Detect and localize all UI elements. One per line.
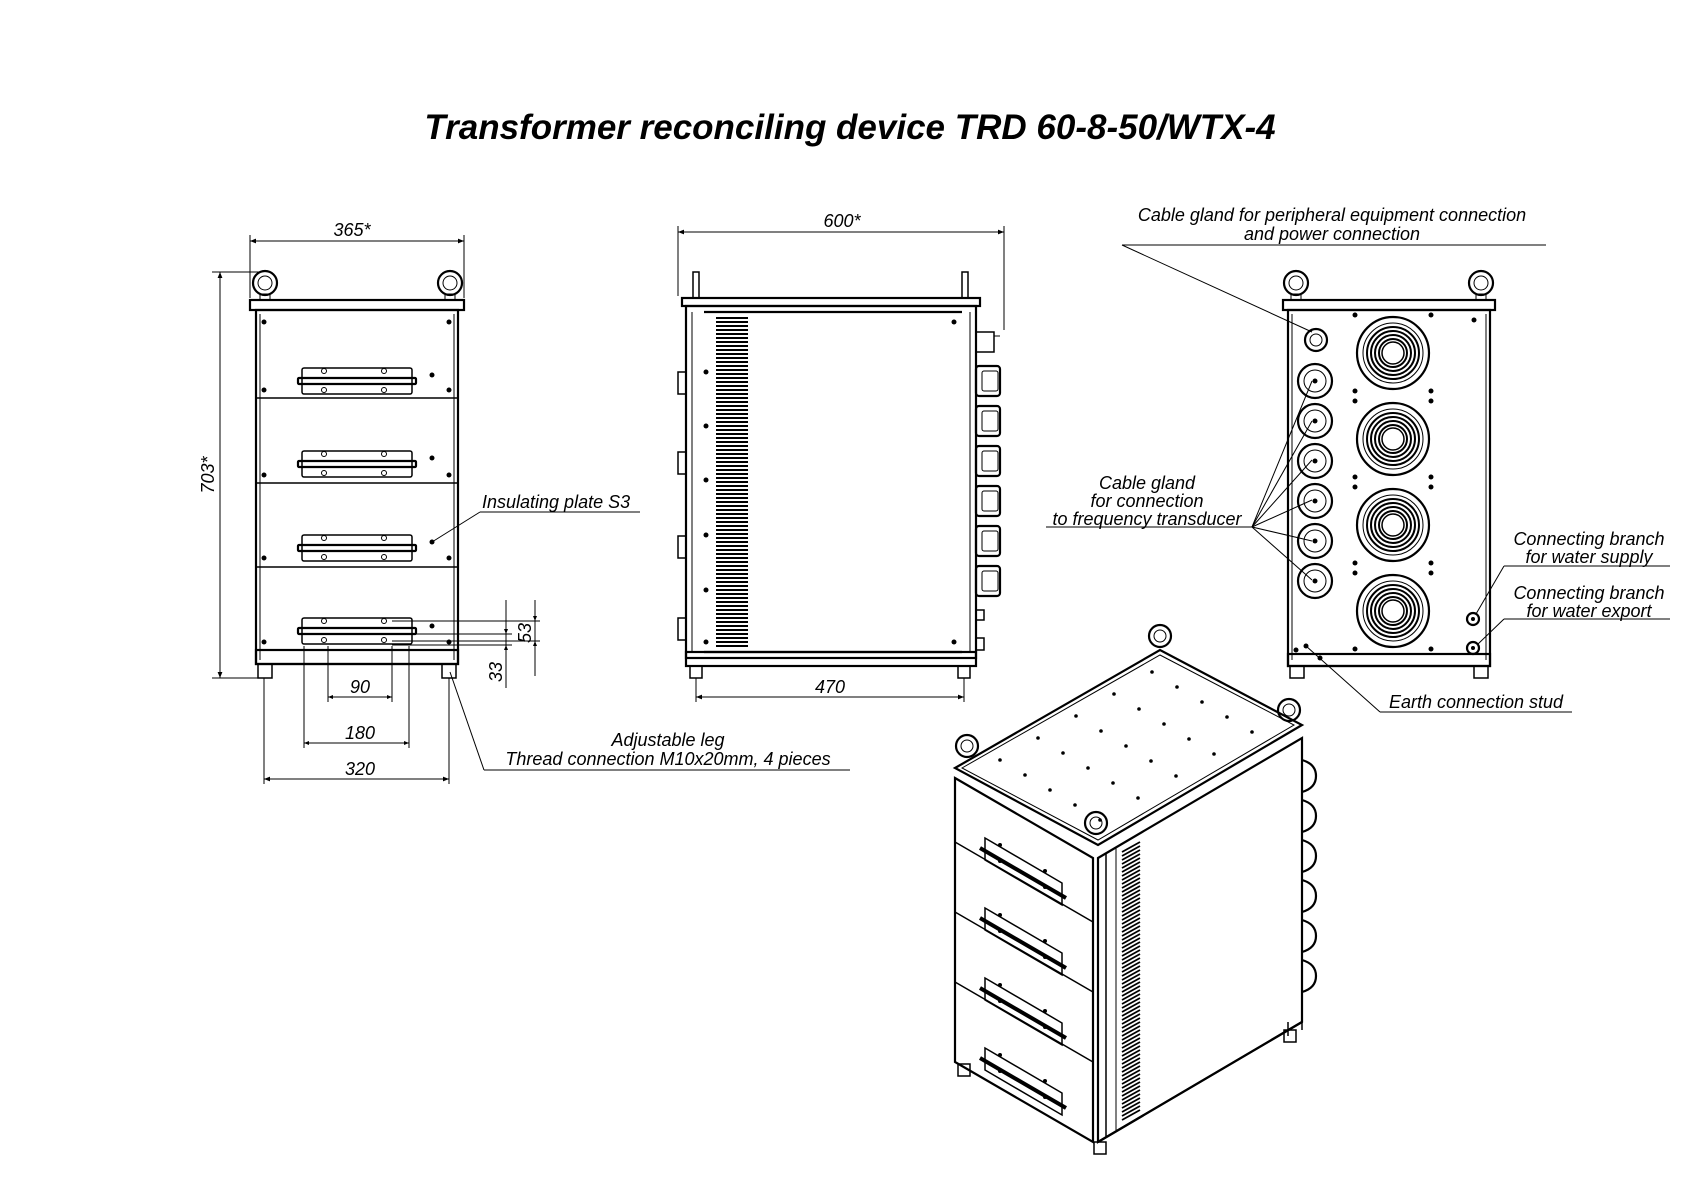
iso-side-glands [1301,758,1318,994]
rear-leg-left [1289,665,1305,679]
rear-power-cable-gland [1303,327,1329,353]
front-leg-left [257,663,273,679]
side-screw-dots [703,319,957,645]
front-leg-right [441,663,457,679]
front-lifting-eye-right [436,269,464,301]
dim-470: 470 [695,677,965,702]
label-freq-gland-line1: Cable gland [1099,473,1196,493]
dim-365: 365* [249,220,465,298]
leader-insulating-plate: Insulating plate S3 [431,492,640,543]
dim-53-label: 53 [515,623,535,643]
side-base [684,650,978,668]
isometric-view [952,623,1318,1155]
water-export-branch [1465,640,1481,656]
dim-600-label: 600* [823,211,861,231]
front-cabinet-body [254,308,460,666]
leader-adjustable-leg: Adjustable leg Thread connection M10x20m… [449,671,850,771]
rear-lifting-eye-left [1282,269,1310,301]
iso-front-face [953,776,1095,1144]
iso-top-face [952,648,1305,847]
label-power-gland-line2: and power connection [1244,224,1420,244]
label-power-gland-line1: Cable gland for peripheral equipment con… [1138,205,1526,225]
front-top-plate [248,298,466,312]
label-insulating-plate: Insulating plate S3 [482,492,630,512]
front-screw-dots [261,319,452,645]
front-lifting-eye-left [251,269,279,301]
iso-top-dots [998,670,1254,822]
rear-top-plate [1281,298,1497,312]
dim-90-label: 90 [350,677,370,697]
leader-power-gland: Cable gland for peripheral equipment con… [1121,205,1546,333]
side-top-plate [680,296,982,308]
label-water-supply-line2: for water supply [1525,547,1653,567]
label-water-export-line1: Connecting branch [1513,583,1664,603]
rear-lifting-eye-right [1467,269,1495,301]
rear-fans [1352,312,1434,652]
label-leg-line1: Adjustable leg [610,730,724,750]
dim-365-label: 365* [333,220,371,240]
side-cabinet-body [684,304,978,660]
dim-320-label: 320 [345,759,375,779]
side-lift-stud-right [961,271,969,299]
water-supply-branch [1465,611,1481,627]
label-freq-gland-line2: for connection [1090,491,1203,511]
side-view: 600* 470 [677,211,1005,702]
dim-90: 90 [327,646,393,702]
dim-703: 703* [198,271,262,679]
label-earth-stud: Earth connection stud [1389,692,1564,712]
label-water-supply-line1: Connecting branch [1513,529,1664,549]
iso-vent-grill [1121,841,1141,1121]
dim-703-label: 703* [198,455,218,493]
side-lift-stud-left [692,271,700,299]
leader-frequency-glands: Cable gland for connection to frequency … [1046,380,1313,581]
front-handle-4 [296,617,418,645]
iso-lifting-eyes [954,623,1302,836]
side-leg-left [689,665,703,679]
front-handle-1 [296,367,418,395]
side-leg-right [957,665,971,679]
front-base [254,648,460,666]
leader-earth-stud: Earth connection stud [1305,645,1572,713]
front-handle-3 [296,534,418,562]
label-water-export-line2: for water export [1526,601,1652,621]
dim-180-label: 180 [345,723,375,743]
drawing-title: Transformer reconciling device TRD 60-8-… [424,108,1276,147]
leader-water-supply: Connecting branch for water supply [1475,529,1670,615]
side-cable-glands [974,331,1002,651]
rear-frequency-cable-glands [1296,362,1334,600]
iso-drawer-handles [978,836,1068,1117]
front-handle-2 [296,450,418,478]
dim-600: 600* [677,211,1005,330]
dim-470-label: 470 [815,677,845,697]
side-vent-grill [716,317,748,647]
dim-33-label: 33 [486,662,506,682]
dim-180: 180 [303,646,410,748]
front-view: 365* 703* 53 33 [198,220,850,784]
rear-base [1286,652,1492,668]
label-freq-gland-line3: to frequency transducer [1052,509,1242,529]
dim-53-33: 53 33 [392,600,540,688]
rear-view: Cable gland for peripheral equipment con… [1046,205,1670,713]
dim-320: 320 [263,678,450,784]
leader-water-export: Connecting branch for water export [1477,583,1670,645]
rear-leg-right [1473,665,1489,679]
label-leg-line2: Thread connection M10x20mm, 4 pieces [505,749,830,769]
